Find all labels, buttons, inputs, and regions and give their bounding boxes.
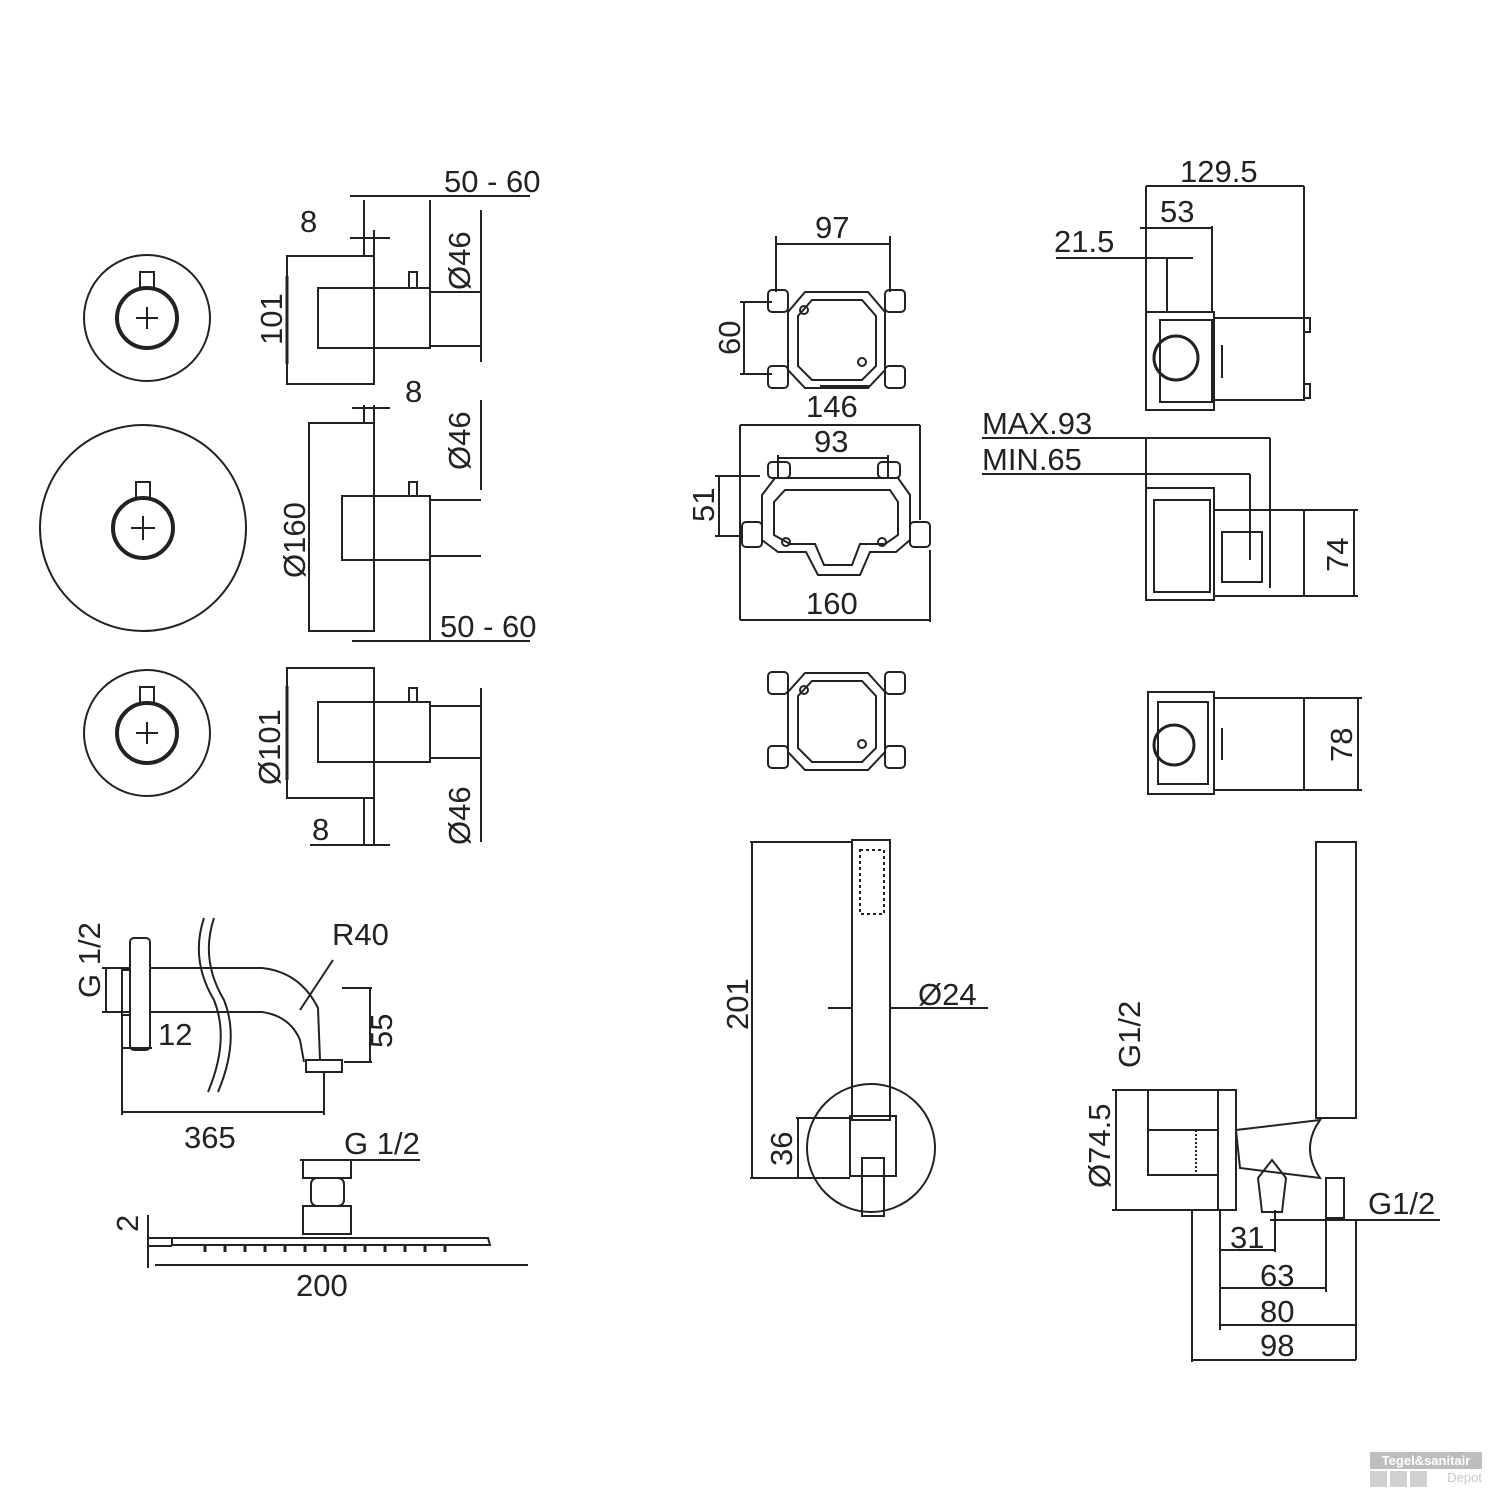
dim-arm-55: 55 — [364, 1014, 399, 1048]
dim-arm-g12: G 1/2 — [72, 922, 107, 998]
head-shower-nozzles — [203, 1246, 447, 1252]
mounting-box-square — [740, 236, 906, 389]
dim-thermo-mid-d160: Ø160 — [277, 502, 312, 578]
thermostat-top — [83, 195, 530, 385]
dim-valve-74: 74 — [1320, 538, 1355, 572]
dim-thermo-top-8: 8 — [300, 204, 317, 239]
dim-hand-d24: Ø24 — [918, 977, 977, 1012]
dim-thermo-bot-8: 8 — [312, 812, 329, 847]
dim-box-60: 60 — [712, 321, 747, 355]
dim-box-51: 51 — [686, 488, 721, 522]
dim-arm-r40: R40 — [332, 917, 389, 952]
valve-body-small — [1147, 691, 1362, 795]
watermark-tile-icon-2 — [1410, 1471, 1427, 1487]
valve-body-side — [1056, 185, 1311, 411]
dim-head-2: 2 — [110, 1215, 145, 1232]
head-shower — [147, 1159, 528, 1268]
thermostat-bottom — [83, 667, 482, 846]
dim-arm-365: 365 — [184, 1120, 236, 1155]
dim-thermo-bot-d101: Ø101 — [252, 709, 287, 785]
dim-thermo-mid-d46: Ø46 — [442, 411, 477, 470]
dim-box-146: 146 — [806, 389, 858, 424]
dim-head-g12: G 1/2 — [344, 1126, 420, 1161]
dim-valve-21-5: 21.5 — [1054, 224, 1114, 259]
dim-outlet-80: 80 — [1260, 1294, 1294, 1329]
watermark-drop-icon — [1370, 1471, 1387, 1487]
dim-box-160: 160 — [806, 586, 858, 621]
dim-outlet-98: 98 — [1260, 1328, 1294, 1363]
mounting-box-square-small — [767, 671, 906, 771]
dim-outlet-63: 63 — [1260, 1258, 1294, 1293]
dim-head-200: 200 — [296, 1268, 348, 1303]
dim-outlet-g12-right: G1/2 — [1368, 1186, 1435, 1221]
dim-box-97: 97 — [815, 210, 849, 245]
dim-valve-max: MAX.93 — [982, 406, 1092, 441]
dim-outlet-d74-5: Ø74.5 — [1082, 1104, 1117, 1188]
dim-thermo-mid-8: 8 — [405, 374, 422, 409]
dim-thermo-bot-d46: Ø46 — [442, 786, 477, 845]
shower-arm — [102, 917, 372, 1115]
dim-thermo-top-d46: Ø46 — [442, 231, 477, 290]
dim-outlet-31: 31 — [1230, 1220, 1264, 1255]
dim-thermo-mid-range: 50 - 60 — [440, 609, 537, 644]
wall-outlet — [1112, 841, 1440, 1362]
dim-thermo-top-range: 50 - 60 — [444, 164, 541, 199]
dim-outlet-g12-top: G1/2 — [1112, 1001, 1147, 1068]
dim-valve-53: 53 — [1160, 194, 1194, 229]
dim-valve-129-5: 129.5 — [1180, 154, 1258, 189]
hand-shower — [750, 839, 988, 1217]
watermark-line2: Depot — [1447, 1470, 1482, 1485]
dim-hand-201: 201 — [720, 978, 755, 1030]
thermostat-middle — [39, 400, 530, 642]
dim-hand-36: 36 — [764, 1132, 799, 1166]
dim-box-93: 93 — [814, 424, 848, 459]
watermark-tile-icon — [1390, 1471, 1407, 1487]
watermark-line1: Tegel&sanitair — [1370, 1452, 1482, 1469]
valve-body-depth — [982, 437, 1358, 601]
mounting-box-wide — [715, 424, 931, 622]
dim-valve-78: 78 — [1324, 728, 1359, 762]
watermark-logo: Tegel&sanitair Depot — [1370, 1452, 1482, 1488]
dim-arm-12: 12 — [158, 1017, 192, 1052]
dim-thermo-top-101: 101 — [254, 293, 289, 345]
dim-valve-min: MIN.65 — [982, 442, 1082, 477]
